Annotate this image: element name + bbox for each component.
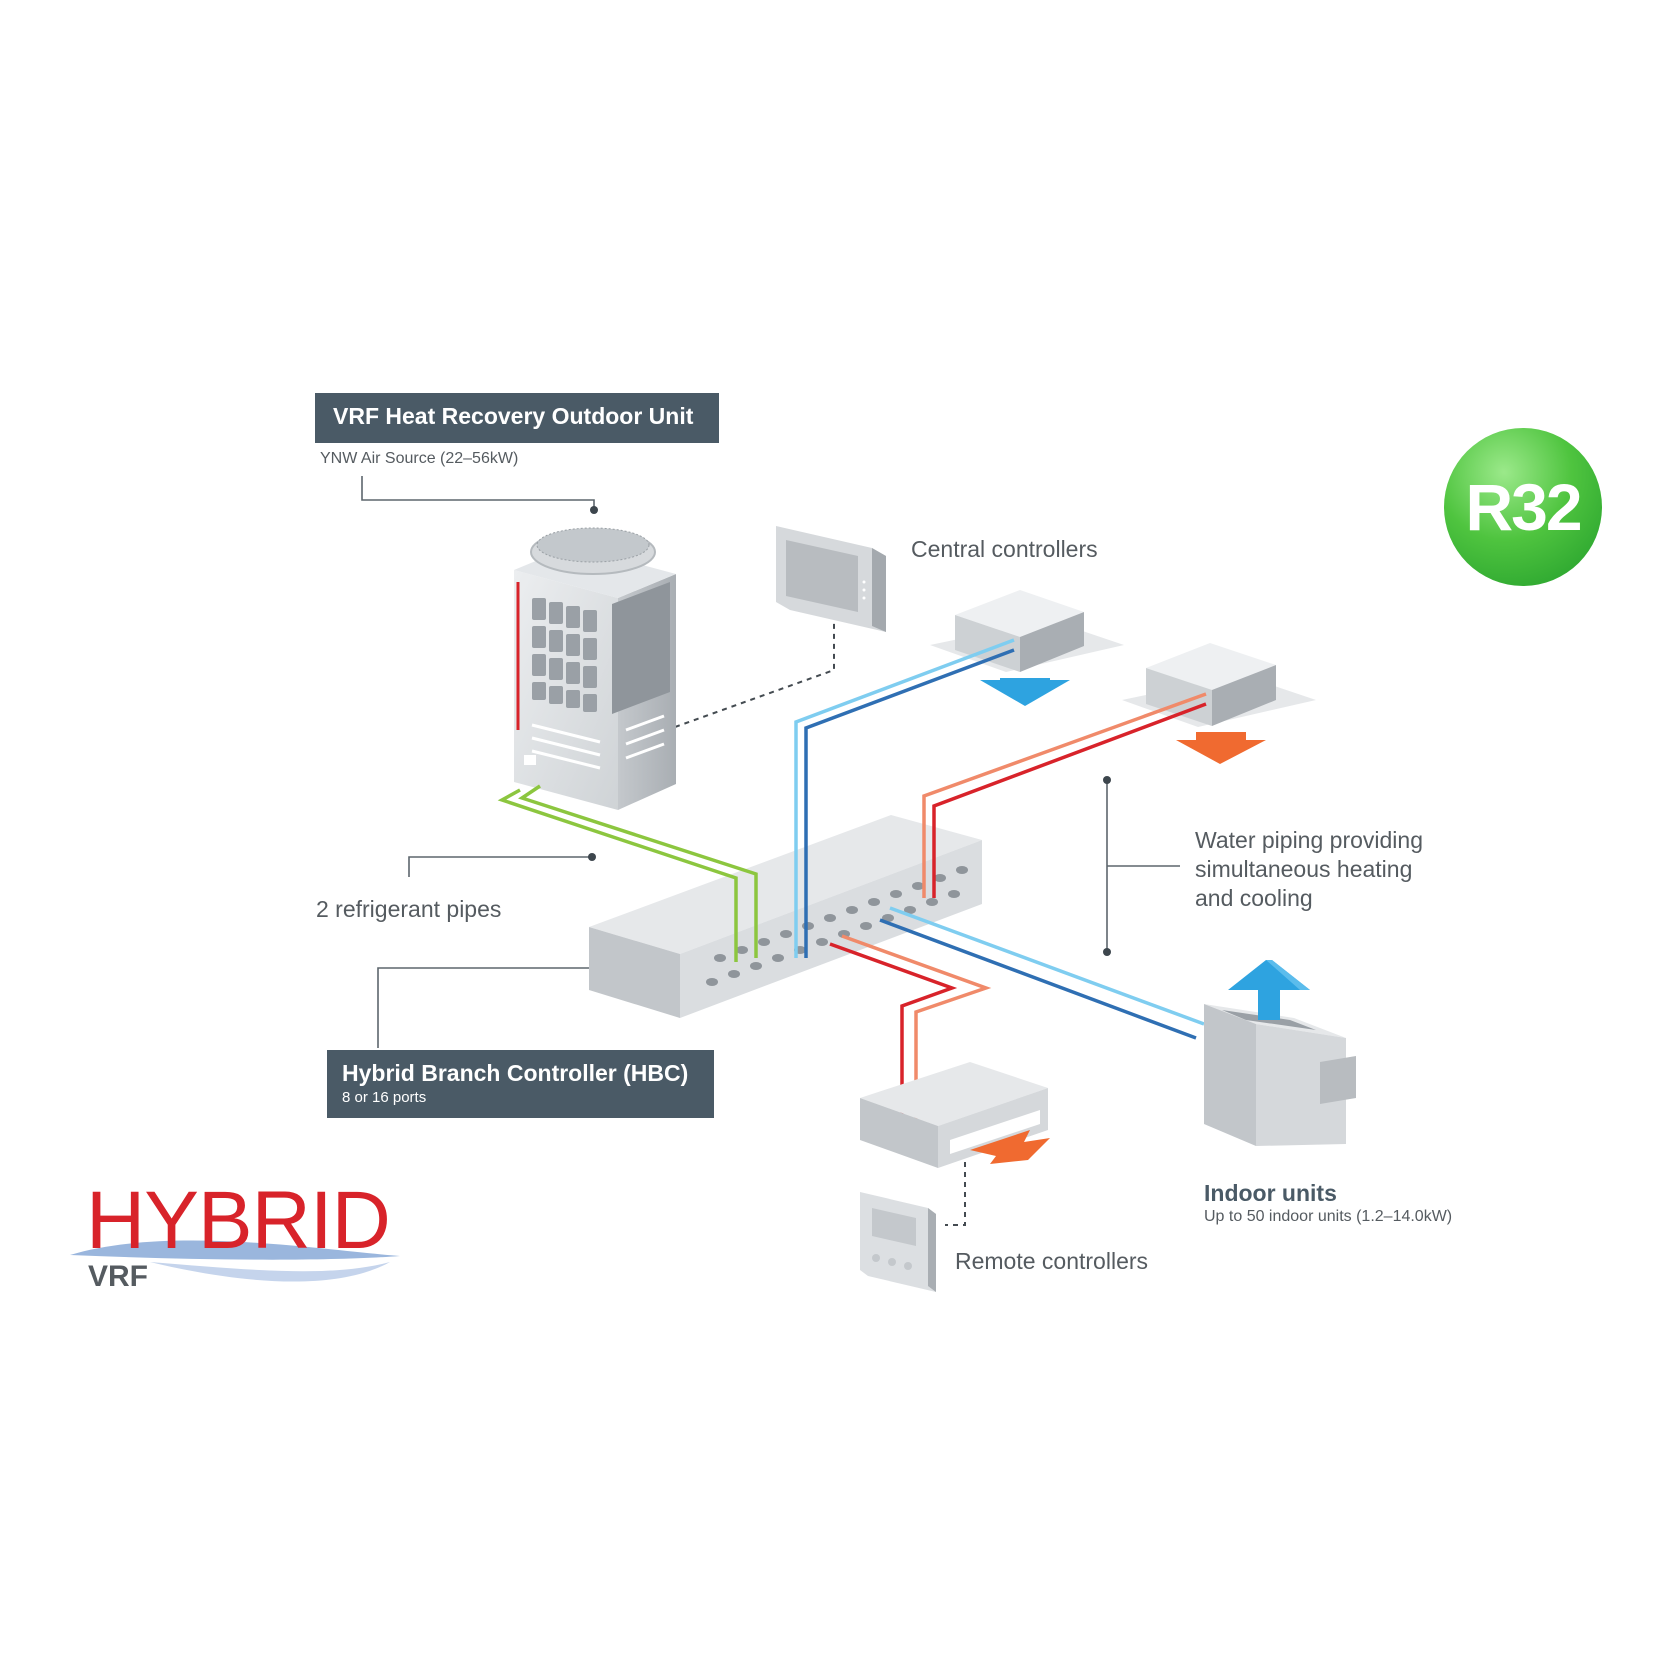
hbc-icon bbox=[589, 815, 982, 1018]
outdoor-unit-label: VRF Heat Recovery Outdoor Unit bbox=[315, 393, 719, 443]
leader-lines bbox=[361, 476, 1180, 1048]
refrigerant-pipes bbox=[497, 784, 758, 962]
cooling-water-pipes bbox=[794, 638, 1205, 1040]
logo-swoosh-icon bbox=[70, 1240, 400, 1282]
water-piping-label: Water piping providing simultaneous heat… bbox=[1195, 826, 1423, 913]
r32-badge-text: R32 bbox=[1465, 470, 1582, 544]
indoor-units-title: Indoor units bbox=[1204, 1180, 1337, 1206]
central-controller-icon bbox=[776, 526, 886, 632]
outdoor-unit-subtitle: YNW Air Source (22–56kW) bbox=[320, 450, 519, 467]
water-piping-line-2: simultaneous heating bbox=[1195, 856, 1413, 882]
outdoor-unit-title: VRF Heat Recovery Outdoor Unit bbox=[333, 403, 694, 429]
logo-word-hybrid: HYBRID bbox=[86, 1175, 391, 1266]
hbc-subtitle: 8 or 16 ports bbox=[342, 1089, 427, 1106]
remote-controllers-label: Remote controllers bbox=[955, 1248, 1149, 1274]
r32-badge: R32 bbox=[1444, 428, 1602, 586]
refrigerant-pipes-label: 2 refrigerant pipes bbox=[316, 896, 502, 922]
hbc-label: Hybrid Branch Controller (HBC) 8 or 16 p… bbox=[327, 1050, 714, 1118]
water-piping-line-3: and cooling bbox=[1195, 885, 1313, 911]
indoor-units-subtitle: Up to 50 indoor units (1.2–14.0kW) bbox=[1204, 1208, 1453, 1225]
ducted-unit-icon bbox=[860, 1062, 1050, 1168]
cassette-unit-heating-icon bbox=[1122, 643, 1316, 764]
remote-controller-icon bbox=[860, 1192, 936, 1292]
central-controllers-label: Central controllers bbox=[911, 536, 1098, 562]
logo-word-vrf: VRF bbox=[88, 1260, 148, 1293]
control-wiring bbox=[674, 618, 966, 1226]
floor-unit-icon bbox=[1204, 960, 1356, 1146]
heating-water-pipes bbox=[829, 692, 1207, 1142]
outdoor-unit-icon bbox=[514, 527, 676, 810]
cassette-unit-cooling-icon bbox=[930, 590, 1124, 706]
water-piping-line-1: Water piping providing bbox=[1195, 827, 1423, 853]
hybrid-vrf-logo: HYBRID VRF bbox=[66, 1180, 406, 1300]
hbc-title: Hybrid Branch Controller (HBC) bbox=[342, 1060, 689, 1086]
